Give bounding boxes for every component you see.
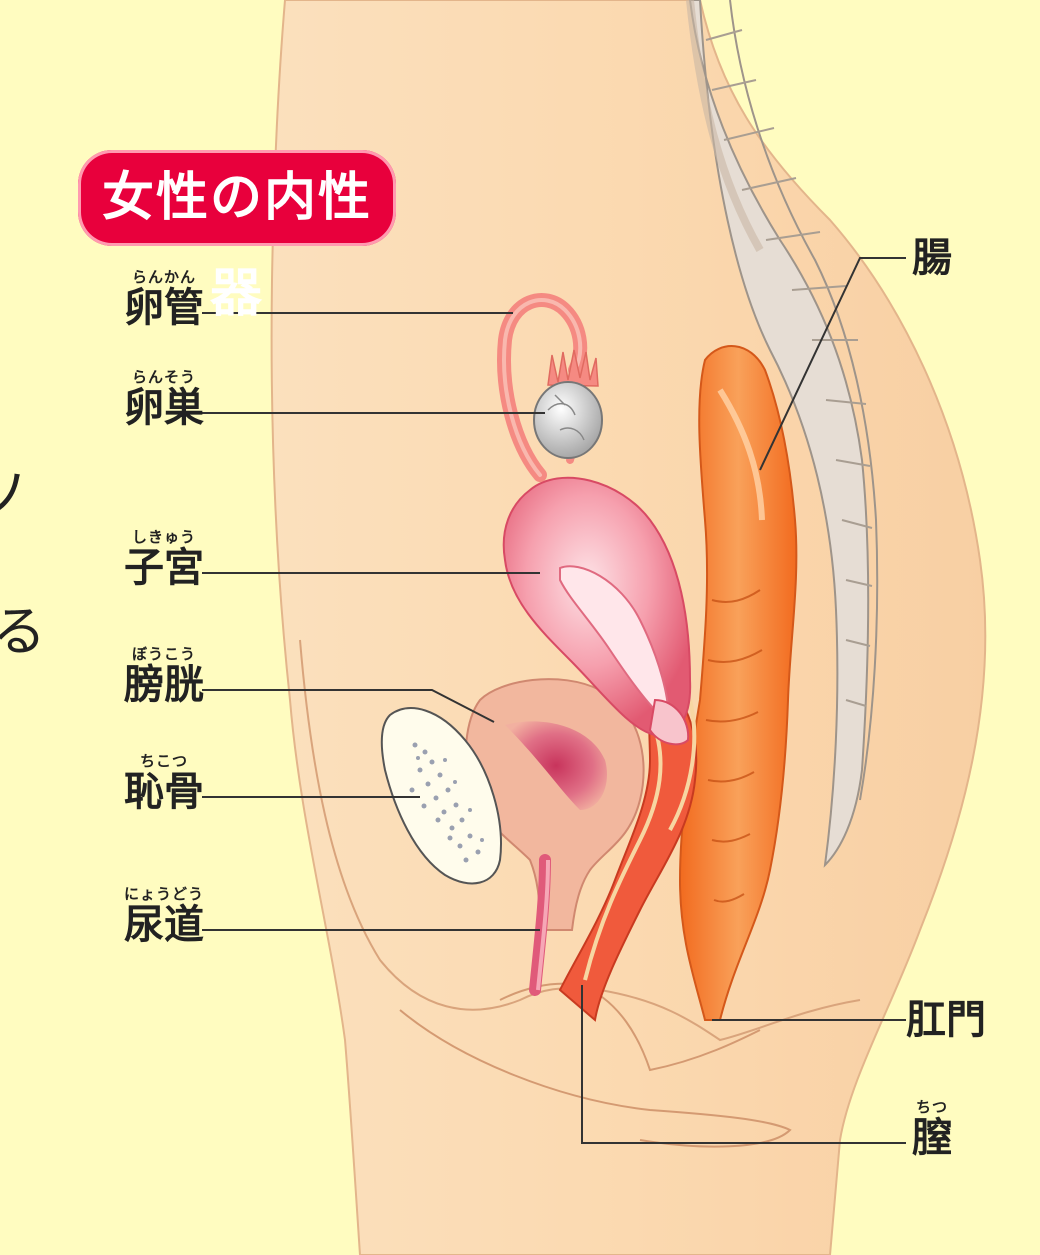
ruby-uterus: しきゅう xyxy=(122,528,206,546)
text-uterus: 子宮 xyxy=(122,546,206,590)
text-oviduct: 卵管 xyxy=(122,286,206,330)
label-pubic-bone: ちこつ 恥骨 xyxy=(122,752,206,814)
diagram-title: 女性の内性器 xyxy=(78,150,396,246)
text-vagina: 膣 xyxy=(904,1116,960,1160)
label-anus: 肛門 xyxy=(904,998,988,1042)
label-uterus: しきゅう 子宮 xyxy=(122,528,206,590)
label-urethra: にょうどう 尿道 xyxy=(116,885,212,947)
label-intestine: 腸 xyxy=(904,236,960,280)
text-urethra: 尿道 xyxy=(116,903,212,947)
edge-glyph-top: ソ xyxy=(0,468,28,522)
title-badge: 女性の内性器 xyxy=(78,150,396,246)
edge-glyph-bottom: る xyxy=(0,605,46,659)
ruby-oviduct: らんかん xyxy=(122,268,206,286)
ruby-urethra: にょうどう xyxy=(116,885,212,903)
text-pubic-bone: 恥骨 xyxy=(122,770,206,814)
text-anus: 肛門 xyxy=(904,998,988,1042)
ruby-bladder: ぼうこう xyxy=(122,645,206,663)
label-oviduct: らんかん 卵管 xyxy=(122,268,206,330)
ruby-ovary: らんそう xyxy=(122,368,206,386)
label-bladder: ぼうこう 膀胱 xyxy=(122,645,206,707)
ruby-vagina: ちつ xyxy=(904,1098,960,1116)
ruby-pubic-bone: ちこつ xyxy=(122,752,206,770)
label-ovary: らんそう 卵巣 xyxy=(122,368,206,430)
text-intestine: 腸 xyxy=(904,236,960,280)
text-bladder: 膀胱 xyxy=(122,663,206,707)
text-ovary: 卵巣 xyxy=(122,386,206,430)
label-vagina: ちつ 膣 xyxy=(904,1098,960,1160)
ovary xyxy=(534,382,602,458)
